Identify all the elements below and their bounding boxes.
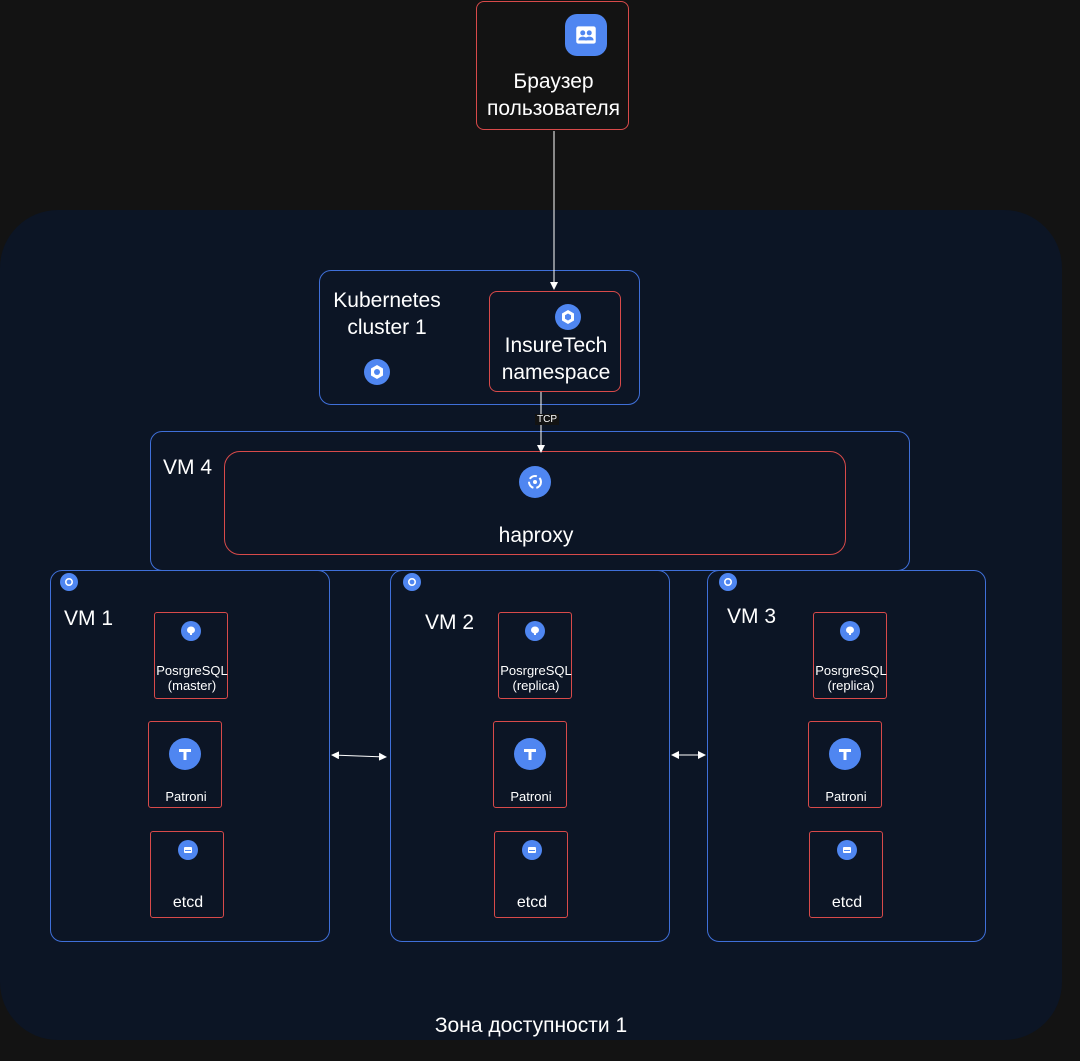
- kubernetes-icon: [364, 359, 390, 385]
- haproxy-label: haproxy: [498, 524, 574, 547]
- vm2-etcd[interactable]: etcd: [494, 831, 568, 918]
- vm3-etcd[interactable]: etcd: [809, 831, 883, 918]
- vm1-patroni-label: Patroni: [165, 789, 207, 804]
- vm3-box[interactable]: VM 3 PosrgreSQL (replica) Patroni etcd: [707, 570, 986, 942]
- vm3-chip-icon: [719, 573, 737, 591]
- browser-label-line1: Браузер: [513, 70, 594, 93]
- availability-zone-label: Зона доступности 1: [434, 1014, 628, 1037]
- patroni-icon: [829, 738, 861, 770]
- vm1-etcd-label: etcd: [172, 894, 204, 911]
- vm1-box[interactable]: VM 1 PosrgreSQL (master) Patroni etcd: [50, 570, 330, 942]
- patroni-icon: [514, 738, 546, 770]
- vm2-etcd-label: etcd: [516, 894, 548, 911]
- vm2-pg-line1: PosrgreSQL: [500, 663, 572, 678]
- postgresql-icon: [525, 621, 545, 641]
- haproxy-box[interactable]: haproxy: [224, 451, 846, 555]
- vm2-postgresql[interactable]: PosrgreSQL (replica): [498, 612, 572, 699]
- vm2-chip-icon: [403, 573, 421, 591]
- vm3-patroni-label: Patroni: [825, 789, 867, 804]
- vm2-patroni[interactable]: Patroni: [493, 721, 567, 808]
- etcd-icon: [522, 840, 542, 860]
- vm2-patroni-label: Patroni: [510, 789, 552, 804]
- k8s-label-line1: Kubernetes: [333, 289, 441, 312]
- vm2-box[interactable]: VM 2 PosrgreSQL (replica) Patroni etcd: [390, 570, 670, 942]
- vm1-postgresql[interactable]: PosrgreSQL (master): [154, 612, 228, 699]
- vm3-etcd-label: etcd: [831, 894, 863, 911]
- browser-node[interactable]: Браузер пользователя: [476, 1, 629, 130]
- vm2-pg-line2: (replica): [512, 678, 560, 693]
- haproxy-icon: [519, 466, 551, 498]
- k8s-label-line2: cluster 1: [347, 316, 427, 339]
- vm1-vm2-link: [331, 751, 387, 761]
- vm3-label: VM 3: [727, 605, 777, 628]
- vm4-label: VM 4: [163, 456, 213, 479]
- namespace-label-line2: namespace: [501, 361, 611, 384]
- vm2-label: VM 2: [425, 611, 475, 634]
- etcd-icon: [178, 840, 198, 860]
- vm3-patroni[interactable]: Patroni: [808, 721, 882, 808]
- patroni-icon: [169, 738, 201, 770]
- postgresql-icon: [840, 621, 860, 641]
- tcp-label: TCP: [535, 414, 559, 425]
- insuretech-namespace[interactable]: InsureTech namespace: [489, 291, 621, 392]
- namespace-icon: [555, 304, 581, 330]
- vm3-pg-line2: (replica): [827, 678, 875, 693]
- kubernetes-cluster[interactable]: Kubernetes cluster 1 InsureTech namespac…: [319, 270, 640, 405]
- etcd-icon: [837, 840, 857, 860]
- vm1-patroni[interactable]: Patroni: [148, 721, 222, 808]
- namespace-label-line1: InsureTech: [504, 334, 608, 357]
- vm1-pg-line2: (master): [167, 678, 217, 693]
- vm1-pg-line1: PosrgreSQL: [156, 663, 228, 678]
- postgresql-icon: [181, 621, 201, 641]
- browser-label-line2: пользователя: [487, 97, 620, 120]
- users-icon: [565, 14, 607, 56]
- vm1-etcd[interactable]: etcd: [150, 831, 224, 918]
- vm1-label: VM 1: [64, 607, 114, 630]
- vm3-postgresql[interactable]: PosrgreSQL (replica): [813, 612, 887, 699]
- vm1-chip-icon: [60, 573, 78, 591]
- vm3-pg-line1: PosrgreSQL: [815, 663, 887, 678]
